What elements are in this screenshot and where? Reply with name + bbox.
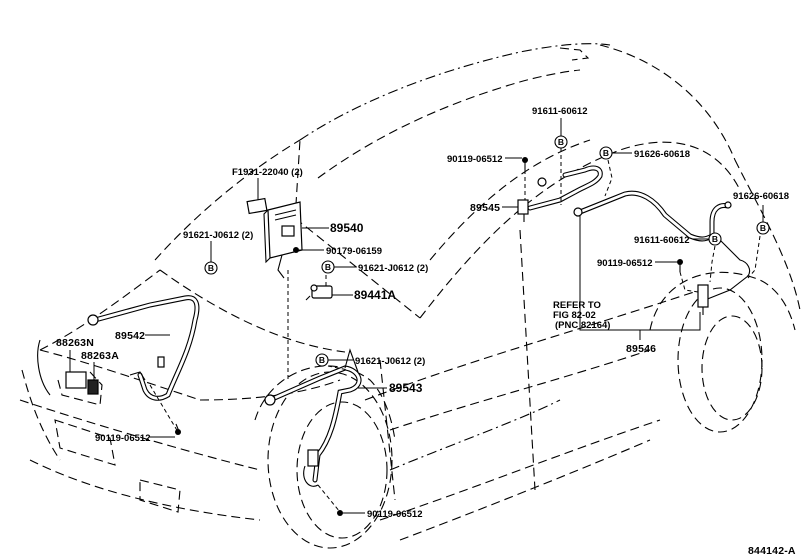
clip-marker-rear-clamp-top: B [599, 146, 613, 160]
label-rear-clamp-right: 91626-60618 [733, 191, 789, 202]
ecu-nut [293, 247, 299, 253]
svg-text:B: B [325, 262, 331, 272]
bumper-bottom [29, 459, 261, 521]
refer-note-line3: (PNC 82164) [555, 320, 610, 331]
car-body-outline [19, 43, 801, 549]
refer-note-line2: FIG 82-02 [553, 310, 596, 321]
svg-text:B: B [319, 355, 325, 365]
figure-id: 844142-A [748, 545, 796, 557]
rear-wheel-arch [649, 271, 796, 331]
relay-88263n [65, 371, 87, 389]
bumper-top [19, 399, 261, 471]
clip-marker-yaw: B [321, 260, 335, 274]
rocker-lower [399, 439, 651, 541]
front-right-clip-guide [327, 365, 349, 371]
rear-right-bolt-guide [679, 271, 699, 293]
front-left-harness [87, 295, 200, 401]
label-ecu-sticker: F1931-22040 (2) [232, 167, 303, 178]
yaw-rate-sensor [305, 284, 333, 301]
windshield-base [159, 269, 346, 353]
label-front-right-bolt: 90119-06512 [367, 509, 422, 520]
front-right-harness [264, 348, 362, 487]
roof-spoiler [559, 47, 590, 61]
svg-text:B: B [558, 137, 564, 147]
svg-text:B: B [208, 263, 214, 273]
relay-88263a [87, 379, 99, 395]
label-89546: 89546 [626, 343, 656, 355]
rear-hatch-line [734, 159, 801, 311]
label-rear-left-bolt: 90119-06512 [447, 154, 502, 165]
clip-marker-left: B [204, 261, 218, 275]
fog-light [139, 479, 181, 513]
abs-ecu [263, 201, 303, 279]
b-pillar [519, 229, 536, 491]
refer-note-line1: REFER TO [553, 300, 601, 311]
label-89543: 89543 [389, 381, 423, 395]
body-sideline-2 [389, 349, 651, 431]
label-rear-right-bolt: 90119-06512 [597, 258, 652, 269]
label-front-left-bolt: 90119-06512 [95, 433, 150, 444]
label-rear-clip-right: 91611-60612 [634, 235, 689, 246]
clip-marker-rear-top: B [554, 135, 568, 149]
rear-wheel-inner [701, 315, 763, 421]
rocker-panel [379, 419, 661, 521]
roof-rear-curve [599, 44, 736, 161]
front-left-bolt-shank [175, 423, 181, 435]
label-89542: 89542 [115, 330, 145, 342]
front-wheel-outer [267, 371, 393, 549]
clip-marker-rear-clamp-right: B [756, 221, 770, 235]
rear-clip-right-guide [709, 245, 716, 283]
door-line [379, 359, 396, 501]
svg-text:B: B [760, 223, 766, 233]
headlight-left [37, 339, 51, 396]
roof-outer-line [299, 43, 611, 141]
rear-right-harness [573, 190, 751, 301]
clip-marker-front-right: B [315, 353, 329, 367]
front-wheel-arch [254, 365, 396, 441]
rear-left-harness [517, 165, 603, 222]
label-rear-clamp-top: 91626-60618 [634, 149, 690, 160]
front-left-bolt-guide [149, 384, 179, 433]
hood-crease [39, 349, 201, 401]
label-89540: 89540 [330, 221, 364, 235]
label-rear-clip-top: 91611-60612 [532, 106, 587, 117]
grille-outline [54, 419, 116, 466]
side-molding [389, 399, 561, 471]
label-clip-front-right: 91621-J0612 (2) [355, 356, 425, 367]
front-wheel-inner [296, 401, 388, 539]
roof-inner-line [317, 69, 581, 179]
windshield-right [294, 217, 421, 319]
svg-text:B: B [712, 234, 718, 244]
rear-right-sensor [697, 284, 709, 308]
label-89545: 89545 [470, 202, 500, 214]
ecu-label-sticker [246, 197, 268, 215]
label-88263n: 88263N [56, 337, 94, 349]
front-right-bolt [337, 510, 343, 516]
side-window-upper [419, 141, 741, 319]
label-88263a: 88263A [81, 350, 119, 362]
clip-marker-rear-right: B [708, 232, 722, 246]
svg-text:B: B [603, 148, 609, 158]
label-clip-yaw: 91621-J0612 (2) [358, 263, 428, 274]
label-ecu-nut: 90179-06159 [326, 246, 382, 257]
label-89441a: 89441A [354, 288, 396, 302]
body-sideline-1 [364, 289, 701, 401]
label-clip-left: 91621-J0612 (2) [183, 230, 253, 241]
rear-clamp-top-guide [604, 159, 613, 197]
hood-line-front [39, 269, 161, 351]
front-fender [21, 369, 61, 461]
front-right-bolt-guide [317, 484, 341, 513]
